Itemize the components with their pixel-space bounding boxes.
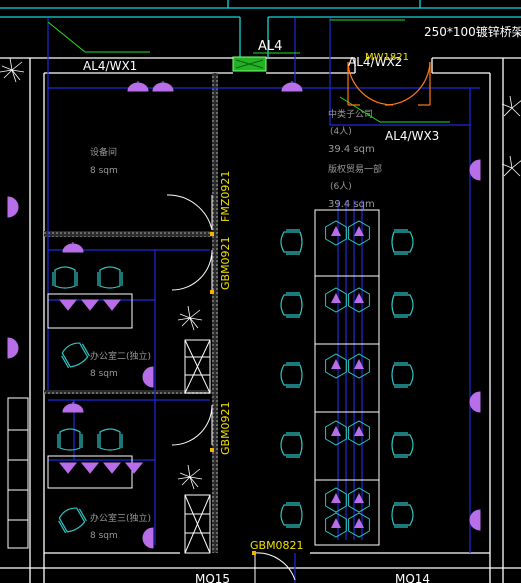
hex-lamp bbox=[348, 420, 370, 446]
label-al4-wx1: AL4/WX1 bbox=[83, 59, 137, 73]
room-area-subsidiary: 39.4 sqm bbox=[328, 144, 375, 155]
hex-lamp bbox=[348, 512, 370, 538]
cable-tray bbox=[0, 0, 521, 57]
hex-lamp bbox=[325, 287, 347, 313]
wall-light bbox=[469, 509, 481, 531]
swing-doors bbox=[166, 194, 296, 583]
room-area-equipment: 8 sqm bbox=[90, 166, 118, 176]
blue-wiring bbox=[47, 18, 480, 583]
desk-lamp bbox=[102, 299, 122, 311]
chair bbox=[391, 362, 414, 388]
hex-lamp bbox=[325, 512, 347, 538]
chair bbox=[280, 502, 303, 528]
chair bbox=[57, 428, 83, 451]
pendant-light bbox=[127, 81, 149, 92]
room-area-copyright: 39.4 sqm bbox=[328, 199, 375, 210]
office-desks bbox=[47, 293, 133, 489]
light-fixtures bbox=[7, 81, 481, 549]
chair bbox=[280, 362, 303, 388]
chair bbox=[97, 428, 123, 451]
door-code-gbm0921-top: GBM0921 bbox=[219, 236, 232, 290]
wall-light bbox=[469, 159, 481, 181]
chair bbox=[97, 266, 123, 289]
door-code-gbm0921-mid: GBM0921 bbox=[219, 401, 232, 455]
desk-lamp bbox=[58, 299, 78, 311]
chair bbox=[391, 292, 414, 318]
chair bbox=[61, 342, 90, 369]
hex-lamp bbox=[325, 353, 347, 379]
hex-lamp bbox=[325, 420, 347, 446]
pendant-light bbox=[281, 81, 303, 92]
entrance-doors bbox=[347, 61, 431, 106]
door-code-gbm0821: GBM0821 bbox=[250, 539, 304, 552]
label-al4-wx2: AL4/WX2 bbox=[348, 55, 402, 69]
door-code-fmz0921: FMZ0921 bbox=[219, 171, 232, 222]
wall-light bbox=[142, 527, 154, 549]
chair bbox=[58, 507, 87, 534]
label-al4-wx3: AL4/WX3 bbox=[385, 129, 439, 143]
wall-light bbox=[7, 337, 19, 359]
desk-lamp bbox=[80, 462, 100, 474]
chair bbox=[391, 502, 414, 528]
room-name-subsidiary: 中类子公司 bbox=[328, 108, 373, 120]
chair bbox=[52, 266, 78, 289]
hex-lamp bbox=[348, 353, 370, 379]
pendant-light bbox=[62, 402, 84, 413]
room-name-office-3: 办公室三(独立) bbox=[90, 512, 151, 524]
room-area-office-2: 8 sqm bbox=[90, 369, 118, 379]
wall-light bbox=[469, 391, 481, 413]
leader-lines bbox=[47, 19, 450, 123]
distribution-panel bbox=[232, 56, 267, 72]
desk-lamp bbox=[80, 299, 100, 311]
hatched-partitions bbox=[44, 73, 218, 553]
wall-light bbox=[7, 196, 19, 218]
hex-lamp bbox=[348, 220, 370, 246]
potted-plants bbox=[0, 57, 521, 490]
annotations: AL4 AL4/WX1 AL4/WX2 MW1821 AL4/WX3 250*1… bbox=[83, 25, 521, 583]
label-mw1821: MW1821 bbox=[365, 52, 409, 63]
walls bbox=[0, 57, 521, 583]
desk-lamp bbox=[58, 462, 78, 474]
shelving bbox=[7, 339, 211, 554]
hex-lamp bbox=[348, 487, 370, 513]
room-people-copyright: (6人) bbox=[330, 181, 352, 192]
label-cable-tray: 250*100镀锌桥架 bbox=[424, 25, 521, 39]
room-area-office-3: 8 sqm bbox=[90, 531, 118, 541]
chair bbox=[391, 229, 414, 255]
conference-table bbox=[314, 209, 380, 546]
hex-lamp bbox=[325, 487, 347, 513]
chair bbox=[391, 432, 414, 458]
room-people-subsidiary: (4人) bbox=[330, 126, 352, 137]
door-code-mq15: MQ15 bbox=[195, 572, 230, 583]
hex-lamp bbox=[325, 220, 347, 246]
room-name-office-2: 办公室二(独立) bbox=[90, 350, 151, 362]
wall-light bbox=[142, 366, 154, 388]
door-markers bbox=[210, 232, 256, 555]
chair bbox=[280, 432, 303, 458]
desk-lamp bbox=[124, 462, 144, 474]
hex-lamp bbox=[348, 287, 370, 313]
door-code-mq14: MQ14 bbox=[395, 572, 430, 583]
chair bbox=[280, 292, 303, 318]
room-name-equipment: 设备间 bbox=[90, 146, 117, 158]
pendant-light bbox=[152, 81, 174, 92]
table-lamps bbox=[325, 220, 370, 538]
room-name-copyright: 版权贸易一部 bbox=[328, 163, 382, 175]
label-al4: AL4 bbox=[258, 39, 282, 54]
chairs bbox=[52, 229, 414, 534]
pendant-light bbox=[62, 242, 84, 253]
chair bbox=[280, 229, 303, 255]
desk-lamp bbox=[102, 462, 122, 474]
